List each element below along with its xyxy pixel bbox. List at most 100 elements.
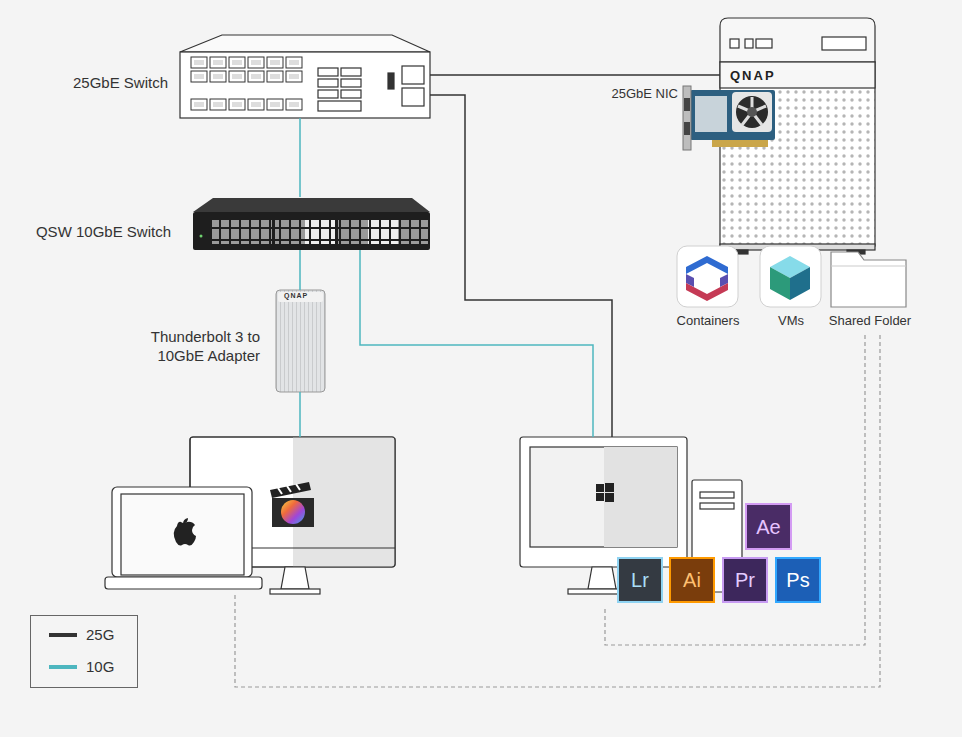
mac-drawing-part bbox=[105, 577, 262, 589]
nas-tower: QNAP25GbE NIC bbox=[720, 18, 875, 250]
switch-10g-drawing-part bbox=[193, 212, 430, 250]
containers-icon-part bbox=[686, 256, 728, 274]
switch-10g-drawing-part bbox=[305, 220, 335, 244]
node-label: Ps bbox=[777, 559, 819, 601]
vm-app: VMs bbox=[755, 245, 827, 333]
switch-25g-drawing-part bbox=[341, 79, 361, 87]
node-label: Thunderbolt 3 to 10GbE Adapter bbox=[135, 327, 260, 365]
legend-label: 25G bbox=[86, 626, 114, 644]
switch-10g-drawing-part bbox=[212, 220, 272, 244]
windows-logo-part bbox=[596, 493, 604, 501]
node-label: Ai bbox=[671, 559, 713, 601]
switch-10g-drawing bbox=[193, 198, 430, 250]
nas-tower-drawing-part bbox=[756, 39, 772, 48]
nas-tower-drawing-part bbox=[745, 39, 753, 48]
nic-card-drawing-part bbox=[690, 90, 775, 140]
network-cable bbox=[605, 335, 865, 645]
app-icon: Ps bbox=[775, 557, 821, 603]
windows-logo-part bbox=[596, 484, 604, 492]
app-icon: Ae bbox=[745, 503, 792, 550]
thunderbolt-adapter-drawing-part bbox=[278, 292, 323, 302]
switch-25g-drawing-part bbox=[341, 68, 361, 76]
switch-25g-drawing-part bbox=[318, 101, 361, 111]
vm-icon-part bbox=[760, 246, 821, 307]
containers-icon-part bbox=[677, 246, 738, 307]
app-icon: Lr bbox=[617, 557, 663, 603]
node-label: Containers bbox=[665, 313, 751, 329]
shared-folder-icon bbox=[831, 252, 906, 307]
switch-25g-drawing-part bbox=[318, 90, 338, 98]
windows-pc: AeLrAi Pr Ps bbox=[515, 437, 825, 607]
shared-folder-icon-part bbox=[831, 252, 906, 307]
pc-drawing-part bbox=[588, 567, 616, 589]
nas-tower-drawing-part bbox=[720, 18, 875, 62]
mac-drawing-part bbox=[281, 567, 309, 589]
network-cable bbox=[360, 250, 593, 437]
node-label: QSW 10GbE Switch bbox=[36, 223, 171, 241]
mac-drawing-part bbox=[112, 487, 252, 577]
windows-logo-part bbox=[605, 483, 614, 492]
node-label: VMs bbox=[755, 313, 827, 329]
network-cable bbox=[299, 118, 301, 197]
windows-logo bbox=[596, 483, 614, 502]
mac-drawing-part bbox=[270, 589, 320, 594]
switch-10g: QSW 10GbE Switch bbox=[193, 197, 430, 250]
switch-10g-drawing-part bbox=[368, 220, 398, 244]
nic-card-drawing-part bbox=[683, 86, 691, 150]
switch-10g-drawing-part bbox=[398, 220, 428, 244]
containers-app: Containers bbox=[665, 245, 751, 333]
switch-10g-drawing-part bbox=[200, 235, 203, 238]
pc-drawing-part bbox=[604, 447, 677, 547]
pc-drawing-part bbox=[700, 492, 734, 498]
final-cut-icon bbox=[270, 482, 314, 527]
switch-25g: 25GbE Switch bbox=[180, 35, 430, 118]
switch-25g-drawing-part bbox=[388, 73, 394, 89]
network-cable bbox=[235, 335, 880, 687]
switch-25g-drawing-part bbox=[318, 79, 338, 87]
switch-25g-drawing-part bbox=[402, 88, 424, 106]
network-cable bbox=[430, 95, 612, 437]
node-label: QNAP bbox=[730, 68, 776, 84]
network-cable bbox=[299, 250, 301, 290]
nic-card: 25GbE NIC bbox=[683, 86, 775, 150]
switch-25g-drawing-part bbox=[402, 66, 424, 84]
legend-label: 10G bbox=[86, 658, 114, 676]
final-cut-icon-part bbox=[281, 500, 305, 524]
legend-swatch bbox=[49, 664, 79, 670]
nas-tower-drawing-part bbox=[720, 62, 875, 246]
apple-logo-part bbox=[183, 518, 188, 524]
nic-card-drawing bbox=[683, 86, 775, 150]
nic-card-drawing-part bbox=[732, 92, 772, 132]
thunderbolt-adapter-drawing bbox=[276, 290, 325, 392]
switch-10g-drawing-part bbox=[193, 198, 430, 212]
containers-icon bbox=[677, 246, 738, 307]
thunderbolt-adapter-drawing-part bbox=[276, 290, 325, 392]
nic-card-drawing-part bbox=[738, 97, 766, 125]
vm-icon-part bbox=[790, 267, 810, 300]
node-label: Pr bbox=[724, 559, 766, 601]
switch-10g-drawing-part bbox=[275, 220, 305, 244]
nas-tower-drawing-part bbox=[730, 39, 739, 48]
legend-line bbox=[49, 633, 77, 637]
app-icon: Ai bbox=[669, 557, 715, 603]
apple-logo bbox=[174, 518, 196, 546]
switch-25g-drawing bbox=[180, 35, 430, 118]
final-cut-icon-part bbox=[270, 482, 311, 498]
mac-drawing bbox=[105, 437, 395, 594]
apple-logo-part bbox=[174, 522, 196, 546]
switch-25g-drawing-part bbox=[190, 98, 304, 112]
nic-card-drawing-part bbox=[684, 98, 690, 111]
nas-tower-drawing-part bbox=[720, 62, 875, 88]
app-icon: Pr bbox=[722, 557, 768, 603]
nas-tower-drawing-part bbox=[822, 37, 866, 50]
pc-drawing-part bbox=[520, 437, 687, 567]
shared-folder-icon-part bbox=[831, 265, 906, 266]
nic-card-drawing-part bbox=[747, 107, 757, 117]
switch-25g-drawing-part bbox=[180, 35, 430, 52]
vm-icon bbox=[760, 246, 821, 307]
switch-25g-drawing-part bbox=[341, 90, 361, 98]
node-label: 25GbE Switch bbox=[73, 74, 168, 92]
